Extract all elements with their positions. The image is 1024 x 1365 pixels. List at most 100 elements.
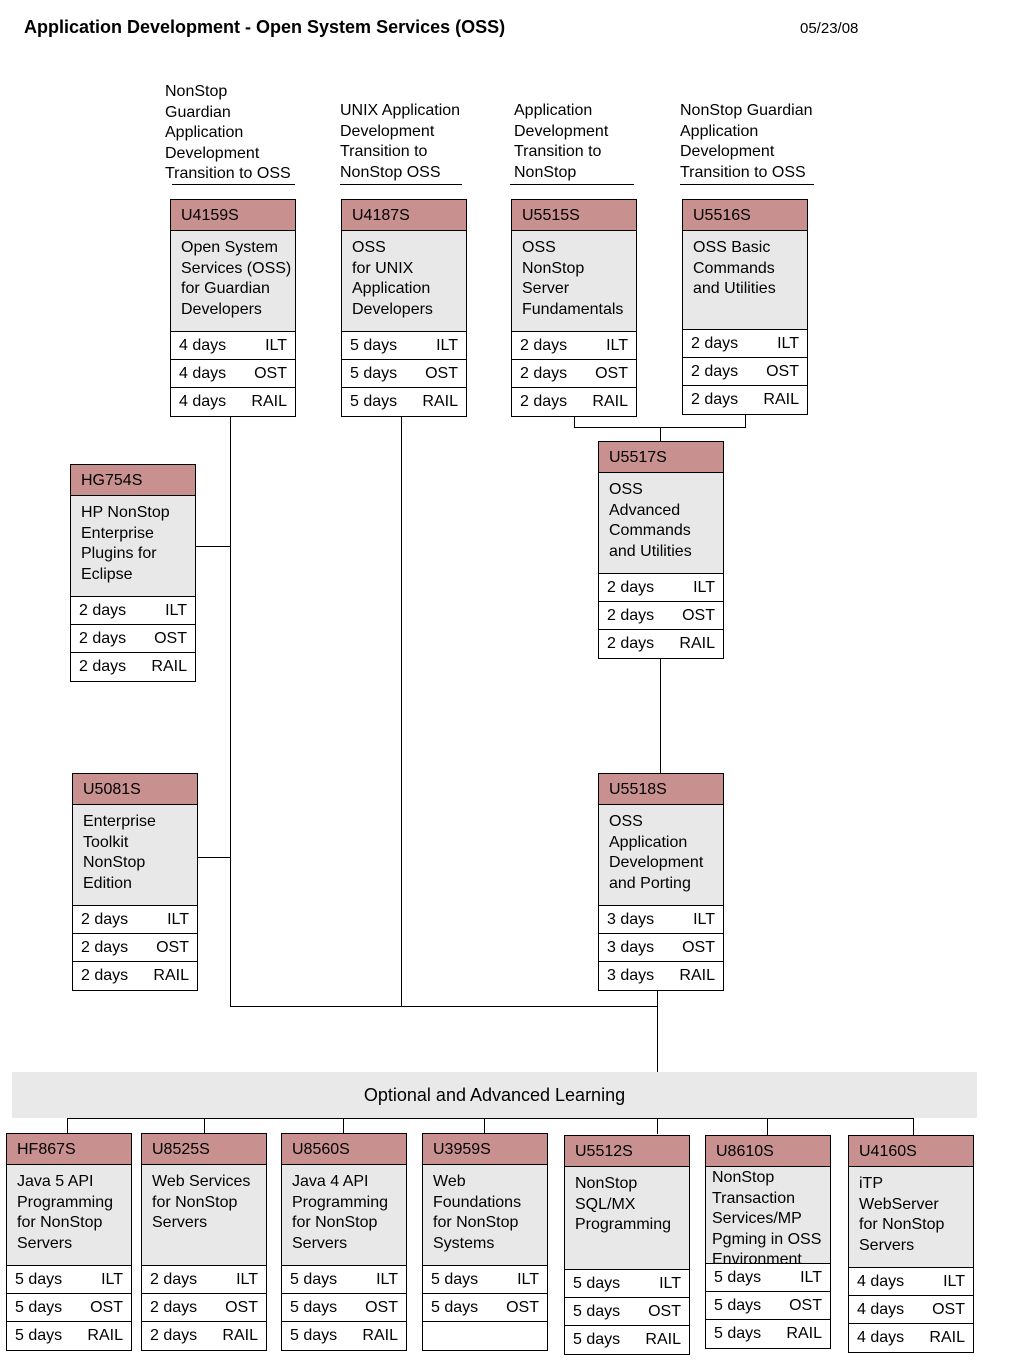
connector-line — [67, 1118, 68, 1133]
course-delivery-row: 2 days OST — [512, 360, 636, 388]
connector-line — [660, 657, 661, 774]
course-code: U5517S — [599, 442, 723, 473]
course-code: HG754S — [71, 465, 195, 496]
course-delivery-type: RAIL — [929, 1329, 965, 1346]
connector-line — [657, 989, 658, 1134]
course-delivery-type: ILT — [265, 337, 287, 354]
course-duration: 4 days — [179, 337, 227, 354]
course-duration: 5 days — [350, 337, 398, 354]
course-code: HF867S — [7, 1134, 131, 1165]
course-delivery-type: OST — [595, 365, 628, 382]
connector-line — [67, 1118, 914, 1119]
course-duration: 2 days — [79, 630, 127, 647]
course-code: U4187S — [342, 200, 466, 231]
connector-line — [230, 1006, 658, 1007]
connector-line — [343, 1118, 344, 1133]
course-duration: 5 days — [714, 1269, 762, 1286]
course-duration: 3 days — [607, 911, 655, 928]
course-delivery-type: RAIL — [151, 658, 187, 675]
course-delivery-type: RAIL — [679, 635, 715, 652]
course-delivery-type: OST — [225, 1299, 258, 1316]
course-delivery-type: OST — [254, 365, 287, 382]
course-title: Java 4 API Programming for NonStop Serve… — [282, 1165, 406, 1266]
course-delivery-row: 4 days ILT — [171, 332, 295, 360]
course-delivery-type: RAIL — [786, 1325, 822, 1342]
course-duration: 5 days — [573, 1331, 621, 1348]
course-duration: 5 days — [714, 1297, 762, 1314]
course-duration: 2 days — [520, 337, 568, 354]
course-title: OSS for UNIX Application Developers — [342, 231, 466, 332]
course-duration: 5 days — [290, 1271, 338, 1288]
track-underline — [172, 184, 295, 185]
page-title: Application Development - Open System Se… — [24, 17, 506, 37]
course-delivery-type: ILT — [659, 1275, 681, 1292]
course-delivery-type: ILT — [376, 1271, 398, 1288]
course-title: NonStop SQL/MX Programming — [565, 1167, 689, 1270]
course-delivery-type: ILT — [165, 602, 187, 619]
course-duration: 2 days — [150, 1327, 198, 1344]
track-underline — [510, 184, 634, 185]
course-duration: 2 days — [520, 365, 568, 382]
course-duration: 5 days — [290, 1299, 338, 1316]
course-delivery-type: ILT — [777, 335, 799, 352]
course-duration: 5 days — [15, 1327, 63, 1344]
course-delivery-type: RAIL — [87, 1327, 123, 1344]
course-delivery-type: OST — [365, 1299, 398, 1316]
course-duration: 2 days — [607, 579, 655, 596]
connector-line — [660, 427, 661, 442]
course-duration: 5 days — [15, 1271, 63, 1288]
course-duration: 2 days — [691, 335, 739, 352]
connector-line — [574, 415, 575, 428]
course-delivery-row: 5 days ILT — [282, 1266, 406, 1294]
course-delivery-type: RAIL — [251, 393, 287, 410]
connector-line — [204, 1118, 205, 1133]
course-title: HP NonStop Enterprise Plugins for Eclips… — [71, 496, 195, 597]
course-duration: 2 days — [79, 658, 127, 675]
course-delivery-type: ILT — [167, 911, 189, 928]
connector-line — [230, 416, 231, 1007]
course-duration: 5 days — [714, 1325, 762, 1342]
course-duration: 4 days — [857, 1301, 905, 1318]
course-delivery-type: ILT — [436, 337, 458, 354]
course-code: U8525S — [142, 1134, 266, 1165]
course-delivery-type: OST — [425, 365, 458, 382]
optional-learning-band: Optional and Advanced Learning — [12, 1072, 977, 1118]
course-delivery-type: RAIL — [763, 391, 799, 408]
course-duration: 2 days — [81, 911, 129, 928]
course-delivery-type: OST — [682, 939, 715, 956]
course-duration: 5 days — [290, 1327, 338, 1344]
course-delivery-type: RAIL — [222, 1327, 258, 1344]
course-duration: 5 days — [573, 1275, 621, 1292]
course-title: Web Services for NonStop Servers — [142, 1165, 266, 1266]
course-duration: 2 days — [81, 967, 129, 984]
